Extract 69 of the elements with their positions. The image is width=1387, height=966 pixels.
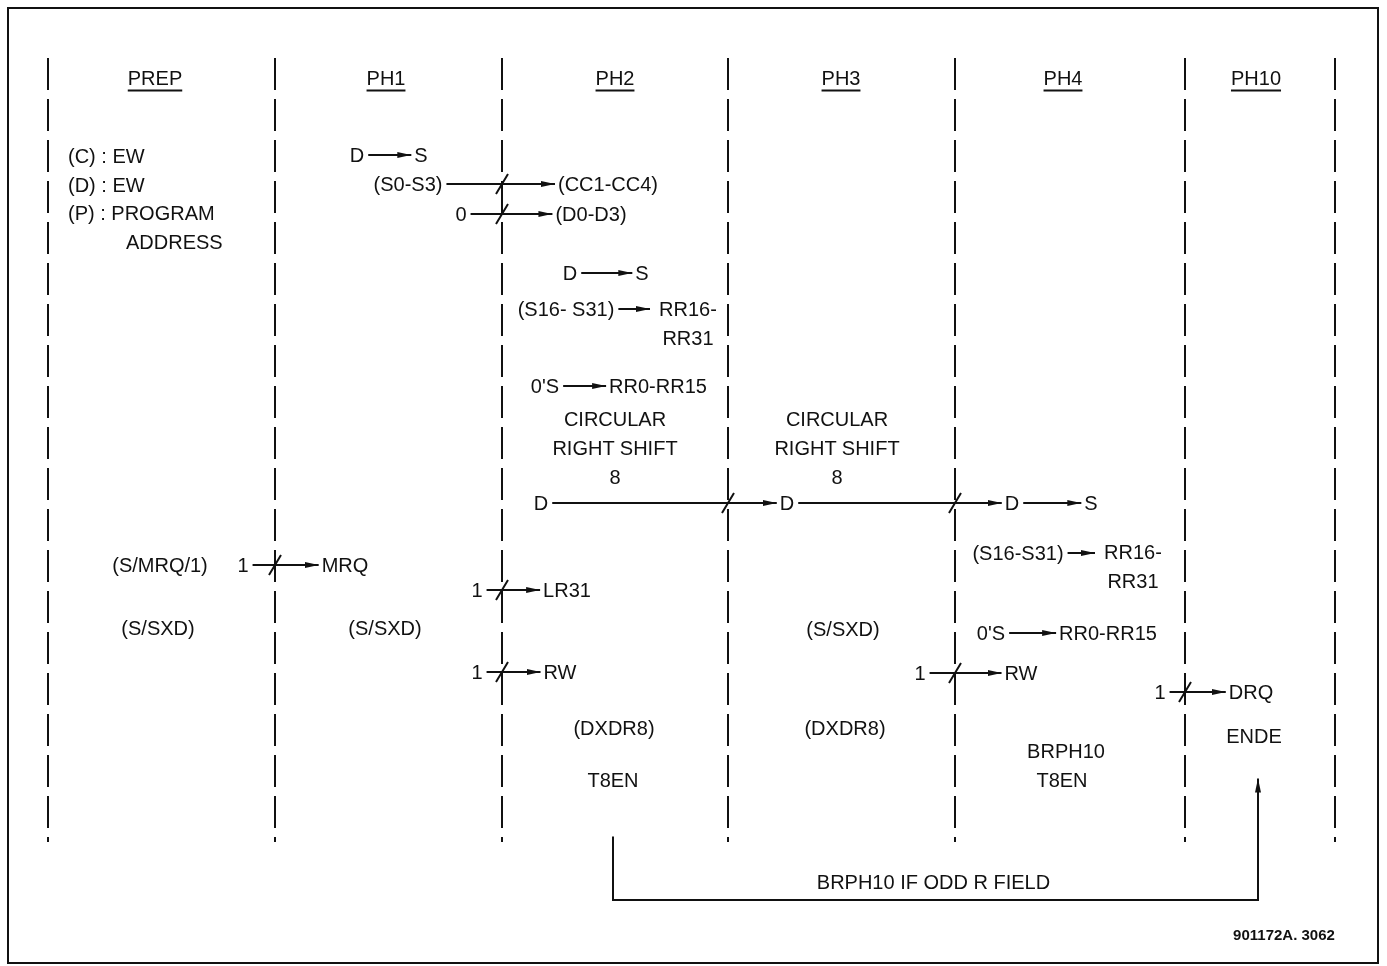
arrow (367, 152, 413, 158)
note-text: (DXDR8) (804, 715, 886, 741)
arrow (445, 173, 556, 195)
signal-label: RR0-RR15 (1059, 618, 1157, 648)
arrow (612, 777, 1261, 901)
signal-label: S (635, 258, 649, 288)
arrow (562, 383, 608, 389)
signal-label: 0'S (976, 618, 1006, 648)
figure-number: 901172A. 3062 (1233, 925, 1335, 946)
signal-label: S (1084, 488, 1098, 518)
arrow (485, 661, 542, 683)
note-text: (P) : PROGRAM ADDRESS (68, 201, 224, 255)
signal-label: 1 (237, 550, 249, 580)
signal-label: DRQ (1228, 677, 1274, 707)
signal-label: 1 (471, 575, 483, 605)
arrow (551, 492, 778, 514)
signal-label: RR16- RR31 (1098, 538, 1168, 596)
signal-label: RW (543, 657, 577, 687)
note-text: CIRCULAR RIGHT SHIFT 8 (773, 406, 901, 490)
arrow (251, 554, 320, 576)
signal-label: 1 (471, 657, 483, 687)
phase-heading: PH2 (595, 65, 635, 91)
phase-heading: PH1 (366, 65, 406, 91)
note-text: (S/SXD) (348, 615, 422, 641)
phase-heading: PREP (127, 65, 183, 91)
arrow (928, 662, 1003, 684)
signal-label: (S16-S31) (972, 538, 1064, 568)
signal-label: 0 (455, 199, 467, 229)
note-text: (S/SXD) (806, 616, 880, 642)
note-text: (S/MRQ/1) (112, 552, 208, 578)
signal-label: S (414, 140, 428, 170)
signal-label: D (349, 140, 365, 170)
signal-label: T8EN (587, 765, 639, 795)
arrow (1066, 550, 1096, 556)
arrow (580, 270, 634, 276)
arrow (485, 579, 542, 601)
arrow (1022, 500, 1083, 506)
signal-label: 0'S (530, 371, 560, 401)
note-text: (C) : EW (68, 143, 145, 169)
signal-label: LR31 (543, 575, 591, 605)
note-text: (DXDR8) (573, 715, 655, 741)
signal-label: 1 (1154, 677, 1166, 707)
arrow (797, 492, 1003, 514)
arrow (469, 203, 554, 225)
phase-heading: PH3 (821, 65, 861, 91)
signal-label: (S0-S3) (373, 169, 443, 199)
signal-label: 1 (914, 658, 926, 688)
signal-label: D (562, 258, 578, 288)
phase-heading: PH10 (1231, 65, 1281, 91)
signal-label: ENDE (1226, 721, 1282, 751)
signal-label: RR16- RR31 (653, 295, 723, 353)
signal-label: RW (1004, 658, 1038, 688)
signal-label: D (1004, 488, 1020, 518)
arrow (617, 306, 651, 312)
note-text: BRPH10 (1027, 738, 1105, 764)
signal-label: MRQ (321, 550, 369, 580)
signal-label: D (779, 488, 795, 518)
arrow (1008, 630, 1058, 636)
note-text: (D) : EW (68, 172, 145, 198)
signal-label: (S16- S31) (517, 294, 615, 324)
note-text: CIRCULAR RIGHT SHIFT 8 (551, 406, 679, 490)
arrow (1168, 681, 1227, 703)
phase-heading: PH4 (1043, 65, 1083, 91)
note-text: (S/SXD) (121, 615, 195, 641)
signal-label: (D0-D3) (555, 199, 627, 229)
signal-label: D (533, 488, 549, 518)
signal-label: (CC1-CC4) (558, 169, 658, 199)
signal-label: RR0-RR15 (609, 371, 707, 401)
note-text: T8EN (1036, 767, 1088, 793)
